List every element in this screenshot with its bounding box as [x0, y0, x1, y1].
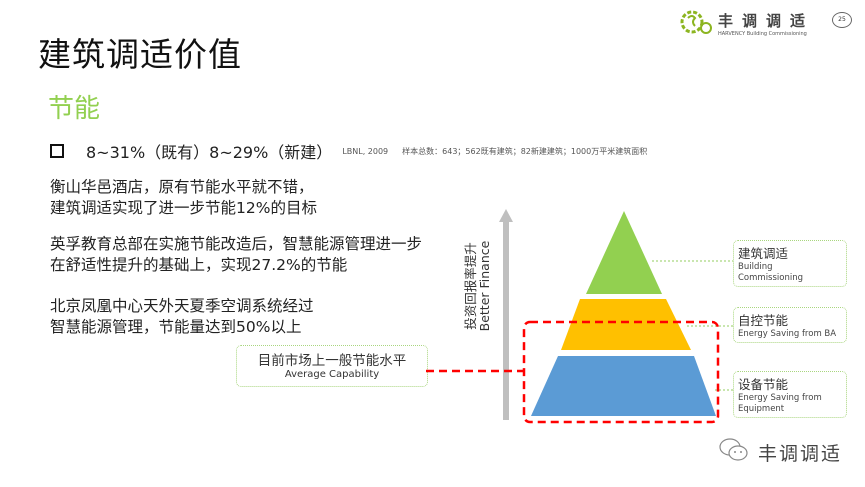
section-subtitle: 节能: [48, 94, 101, 124]
level-label-en: Energy Saving from BA: [738, 329, 837, 339]
pyramid-level-top: [586, 211, 662, 294]
brand-name-cn: 丰调调适: [718, 12, 815, 30]
case-line: 智慧能源管理，节能量达到50%以上: [50, 318, 302, 336]
arrow-up-icon: [499, 209, 513, 222]
page-number: 25: [832, 12, 852, 28]
case-line: 北京凤凰中心天外天夏季空调系统经过: [50, 297, 314, 315]
page-title: 建筑调适价值: [38, 35, 242, 74]
level-label-en: Energy Saving from: [738, 393, 822, 403]
case-study: 英孚教育总部在实施节能改造后，智慧能源管理进一步 在舒适性提升的基础上，实现27…: [50, 234, 422, 276]
level-label-cn: 设备节能: [738, 377, 789, 392]
case-line: 在舒适性提升的基础上，实现27.2%的节能: [50, 256, 348, 274]
level-label-en: Building: [738, 262, 773, 272]
case-line: 衡山华邑酒店，原有节能水平就不错，: [50, 178, 314, 196]
brand-logo: 丰调调适 HARVENCY Building Commissioning: [718, 10, 814, 37]
source-name: LBNL, 2009: [342, 146, 389, 156]
wechat-icon: [719, 438, 748, 461]
pyramid-level-bottom: [531, 356, 716, 416]
finance-axis-arrow: [503, 222, 509, 420]
level-label-equipment: 设备节能 Energy Saving from Equipment: [733, 371, 847, 418]
average-capability-box: 目前市场上一般节能水平 Average Capability: [236, 345, 428, 387]
case-study: 北京凤凰中心天外天夏季空调系统经过 智慧能源管理，节能量达到50%以上: [50, 296, 314, 338]
stat-text: 8~31%（既有）8~29%（新建）: [86, 143, 333, 162]
pyramid-level-middle: [561, 299, 691, 350]
gear-logo-icon: [680, 10, 712, 34]
case-study: 衡山华邑酒店，原有节能水平就不错， 建筑调适实现了进一步节能12%的目标: [50, 177, 317, 219]
stat-source: LBNL, 2009 样本总数：643；562既有建筑；82新建建筑；1000万平…: [342, 146, 647, 157]
brand-name-en: HARVENCY Building Commissioning: [718, 31, 807, 37]
level-label-en: Commissioning: [738, 273, 804, 283]
level-label-commissioning: 建筑调适 Building Commissioning: [733, 240, 847, 287]
level-label-ba: 自控节能 Energy Saving from BA: [733, 307, 847, 343]
average-label-cn: 目前市场上一般节能水平: [257, 353, 407, 369]
case-line: 英孚教育总部在实施节能改造后，智慧能源管理进一步: [50, 235, 423, 253]
wechat-account-name: 丰调调适: [758, 443, 843, 465]
level-label-cn: 自控节能: [738, 313, 789, 328]
level-label-en: Equipment: [738, 404, 785, 414]
level-label-cn: 建筑调适: [738, 246, 789, 261]
case-line: 建筑调适实现了进一步节能12%的目标: [50, 199, 317, 217]
stat-row: 8~31%（既有）8~29%（新建） LBNL, 2009 样本总数：643；56…: [50, 139, 647, 163]
sample-info: 样本总数：643；562既有建筑；82新建建筑；1000万平米建筑面积: [402, 146, 648, 156]
bullet-square-icon: [50, 144, 64, 158]
average-label-en: Average Capability: [284, 369, 380, 380]
